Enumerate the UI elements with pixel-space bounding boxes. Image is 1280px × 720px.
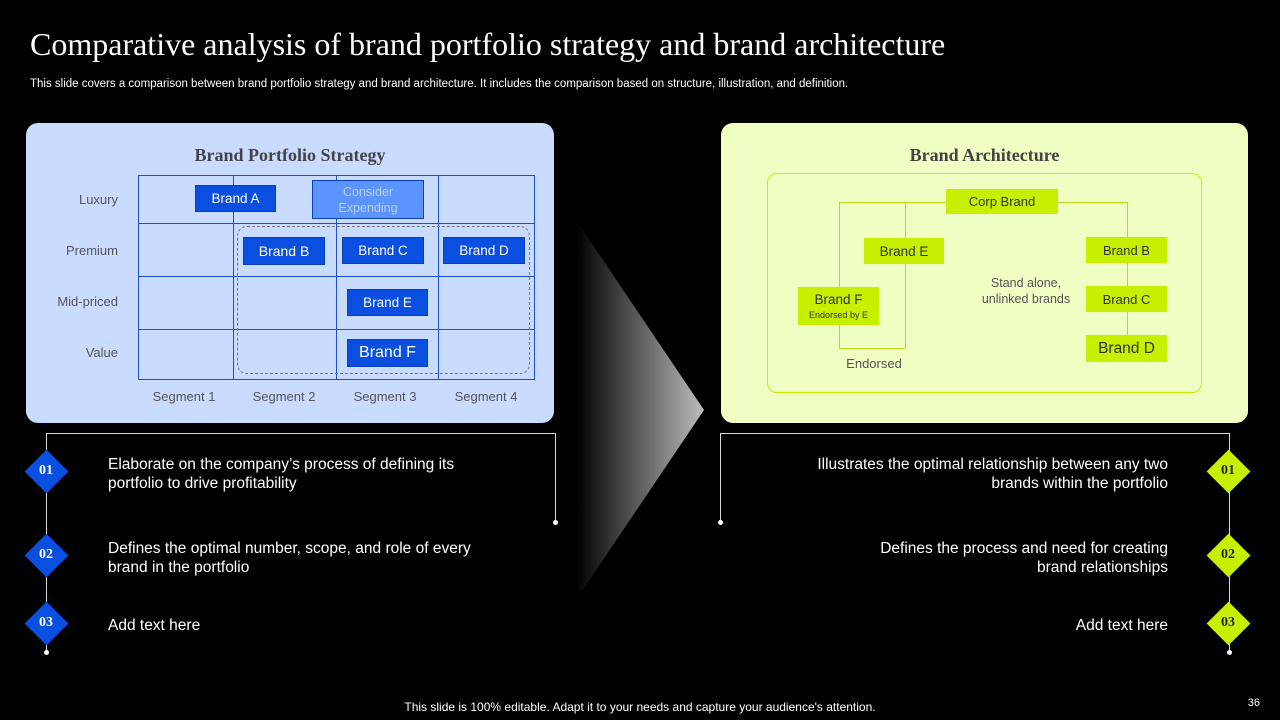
grid-line	[138, 175, 139, 380]
brand-e-box: Brand E	[347, 289, 428, 316]
item-number-02: 02	[1221, 547, 1235, 562]
left-frame-end-dot	[553, 520, 558, 525]
dashed-region	[237, 226, 530, 374]
right-item-1-text: Illustrates the optimal relationship bet…	[817, 456, 1168, 492]
left-item-3-text: Add text here	[108, 617, 201, 634]
brand-f-label: Brand F	[814, 292, 863, 307]
right-timeline-end-dot	[1227, 650, 1232, 655]
brand-d-box: Brand D	[1086, 335, 1167, 362]
endorsed-label: Endorsed	[846, 356, 902, 371]
col-label-segment-3: Segment 3	[353, 389, 417, 404]
page-number: 36	[1247, 697, 1260, 709]
col-label-segment-2: Segment 2	[252, 389, 316, 404]
right-item-3-text: Add text here	[1075, 617, 1168, 634]
brand-b-box: Brand B	[243, 237, 325, 265]
grid-line	[534, 175, 535, 380]
brand-e-box: Brand E	[864, 238, 944, 264]
grid-line	[233, 175, 234, 380]
item-number-03: 03	[39, 615, 53, 630]
brand-d-box: Brand D	[443, 237, 525, 264]
grid-line	[336, 175, 337, 380]
item-number-02: 02	[39, 547, 53, 562]
item-number-03: 03	[1221, 615, 1235, 630]
footer-note: This slide is 100% editable. Adapt it to…	[404, 700, 876, 714]
brand-f-box: Brand F	[347, 339, 428, 367]
corp-brand-box: Corp Brand	[946, 189, 1058, 214]
arrow-chevron-icon	[576, 220, 704, 600]
standalone-label: Stand alone, unlinked brands	[981, 276, 1071, 306]
brand-b-box: Brand B	[1086, 237, 1167, 263]
right-item-2-text: Defines the process and need for creatin…	[880, 540, 1168, 576]
item-number-01: 01	[39, 463, 53, 478]
page-subtitle: This slide covers a comparison between b…	[30, 78, 849, 90]
page-title: Comparative analysis of brand portfolio …	[30, 26, 946, 62]
right-frame-line	[720, 433, 1229, 434]
brand-f-box: Brand F Endorsed by E	[798, 287, 879, 325]
architecture-frame	[767, 173, 1202, 393]
brand-architecture-panel: Brand Architecture Corp Brand Brand E Br…	[721, 123, 1248, 423]
left-item-2-text: Defines the optimal number, scope, and r…	[108, 540, 471, 576]
connector-line	[1127, 202, 1128, 352]
col-label-segment-4: Segment 4	[454, 389, 518, 404]
brand-c-box: Brand C	[1086, 286, 1167, 312]
connector-line	[839, 348, 905, 349]
brand-architecture-heading: Brand Architecture	[909, 145, 1060, 165]
consider-expending-box: Consider Expending	[312, 180, 424, 219]
row-label-value: Value	[85, 345, 118, 360]
col-label-segment-1: Segment 1	[152, 389, 216, 404]
left-timeline-end-dot	[44, 650, 49, 655]
right-frame-line	[720, 433, 721, 522]
row-label-luxury: Luxury	[78, 192, 118, 207]
brand-portfolio-panel: Brand Portfolio Strategy Luxury Premium …	[26, 123, 554, 423]
connector-line	[839, 202, 840, 348]
left-frame-line	[46, 433, 555, 434]
row-label-mid-priced: Mid-priced	[57, 294, 118, 309]
item-number-01: 01	[1221, 463, 1235, 478]
grid-line	[438, 175, 439, 380]
right-frame-end-dot	[718, 520, 723, 525]
brand-a-box: Brand A	[195, 185, 276, 212]
left-item-1-text: Elaborate on the company’s process of de…	[108, 456, 455, 492]
row-label-premium: Premium	[65, 243, 118, 258]
connector-line	[905, 202, 906, 348]
left-frame-line	[555, 433, 556, 522]
brand-f-endorsed-label: Endorsed by E	[808, 310, 869, 320]
brand-c-box: Brand C	[342, 237, 424, 264]
brand-portfolio-heading: Brand Portfolio Strategy	[194, 145, 386, 165]
